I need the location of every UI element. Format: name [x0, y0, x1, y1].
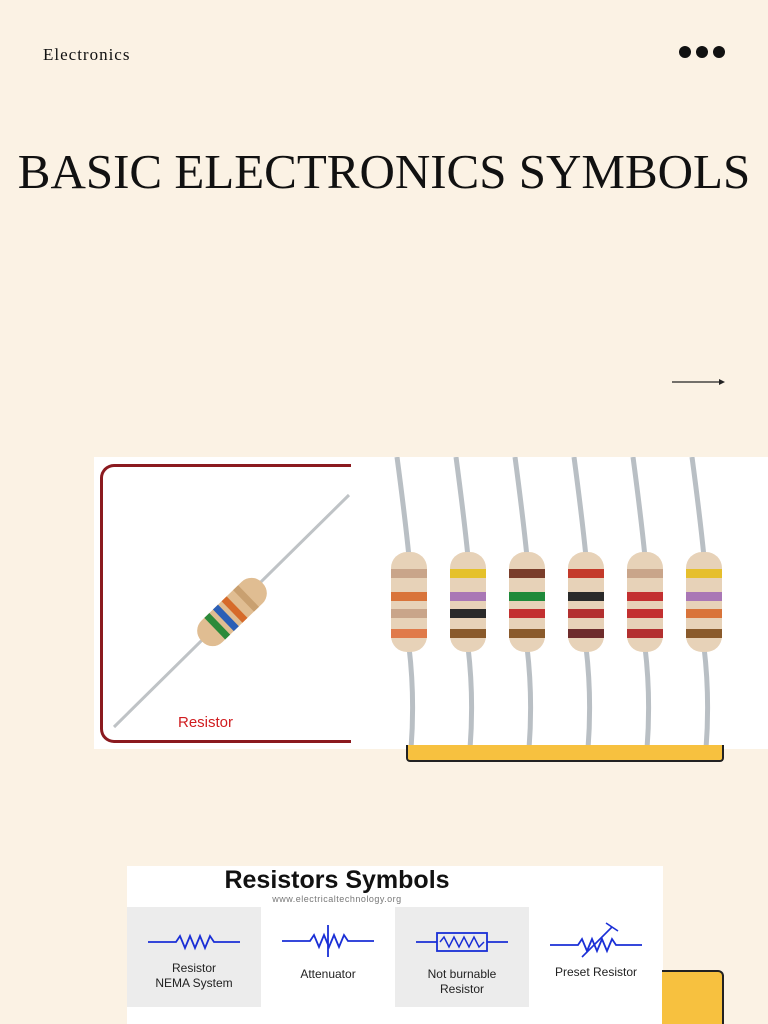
- symbol-label: Attenuator: [300, 967, 356, 981]
- single-resistor-photo: Resistor: [94, 457, 360, 749]
- resistor-caption: Resistor: [178, 714, 234, 731]
- photo-frame: [100, 464, 360, 743]
- symbol-label: Resistor: [171, 961, 216, 975]
- symbol-label: Resistor: [439, 982, 484, 996]
- symbol-label: NEMA System: [155, 976, 233, 990]
- category-label: Electronics: [43, 45, 131, 64]
- symbol-cell-nema: Resistor NEMA System: [127, 907, 261, 1007]
- page-title: BASIC ELECTRONICS SYMBOLS: [17, 144, 751, 199]
- not-burnable-resistor-symbol-icon: [416, 932, 508, 952]
- symbol-cell-not-burnable: Not burnable Resistor: [395, 907, 529, 1007]
- dot: [679, 46, 691, 58]
- resistor-photo: Resistor: [94, 456, 768, 750]
- symbol-label: Not burnable: [427, 967, 497, 981]
- symbol-label: Preset Resistor: [554, 965, 638, 979]
- symbol-cell-attenuator: Attenuator: [261, 907, 395, 1007]
- preset-resistor-symbol-icon: [550, 922, 642, 958]
- symbols-site: www.electricaltechnology.org: [272, 894, 402, 904]
- symbols-title: Resistors Symbols: [224, 866, 450, 894]
- attenuator-symbol-icon: [282, 925, 374, 957]
- resistor-4: [568, 456, 604, 750]
- dot: [696, 46, 708, 58]
- resistor-row-photo: [351, 456, 768, 750]
- symbol-cell-preset: Preset Resistor: [529, 907, 663, 1007]
- resistor-1: [391, 456, 427, 750]
- resistor-row-illustration: [391, 456, 722, 750]
- resistor-5: [627, 456, 663, 750]
- resistor-6: [686, 456, 722, 750]
- resistor-symbols-card: Resistors Symbols www.electricaltechnolo…: [127, 866, 663, 1024]
- resistor-nema-symbol-icon: [148, 933, 240, 951]
- more-dots-icon[interactable]: [679, 46, 725, 58]
- resistor-2: [450, 456, 486, 750]
- resistor-3: [509, 456, 545, 750]
- resistor-illustration: [112, 493, 351, 729]
- arrow-right-icon[interactable]: [672, 376, 726, 388]
- symbols-grid: Resistor NEMA System Attenuator Not burn…: [127, 907, 663, 1024]
- dot: [713, 46, 725, 58]
- accent-bar: [662, 970, 724, 1024]
- accent-bar: [406, 745, 724, 762]
